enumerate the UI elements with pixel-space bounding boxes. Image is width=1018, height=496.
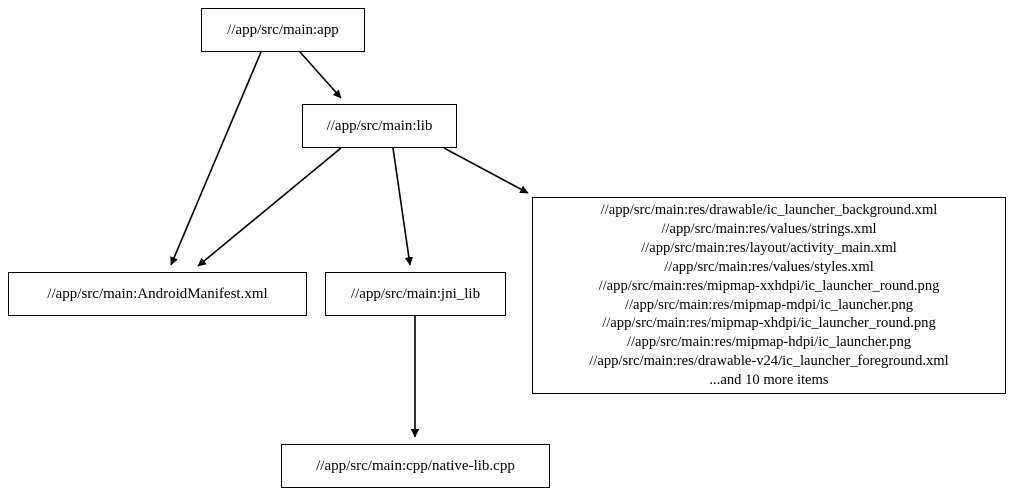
node-lib-label: //app/src/main:lib [326, 117, 433, 134]
node-lib[interactable]: //app/src/main:lib [302, 104, 457, 148]
node-native-lib-cpp-label: //app/src/main:cpp/native-lib.cpp [316, 457, 515, 474]
node-app-label: //app/src/main:app [227, 21, 339, 38]
edge-app-to-lib [299, 51, 342, 99]
node-res-bucket-label: //app/src/main:res/drawable/ic_launcher_… [589, 201, 949, 389]
edge-lib-to-res [443, 147, 529, 194]
node-jni-lib[interactable]: //app/src/main:jni_lib [325, 272, 506, 316]
edge-lib-to-jni-lib [392, 147, 413, 266]
node-native-lib-cpp[interactable]: //app/src/main:cpp/native-lib.cpp [281, 444, 550, 488]
node-android-manifest[interactable]: //app/src/main:AndroidManifest.xml [8, 272, 307, 316]
edge-lib-to-manifest [197, 147, 342, 267]
node-app[interactable]: //app/src/main:app [201, 8, 365, 52]
node-jni-lib-label: //app/src/main:jni_lib [350, 285, 481, 302]
node-android-manifest-label: //app/src/main:AndroidManifest.xml [47, 285, 268, 302]
edge-app-to-manifest [170, 51, 262, 266]
node-res-bucket[interactable]: //app/src/main:res/drawable/ic_launcher_… [532, 197, 1006, 394]
